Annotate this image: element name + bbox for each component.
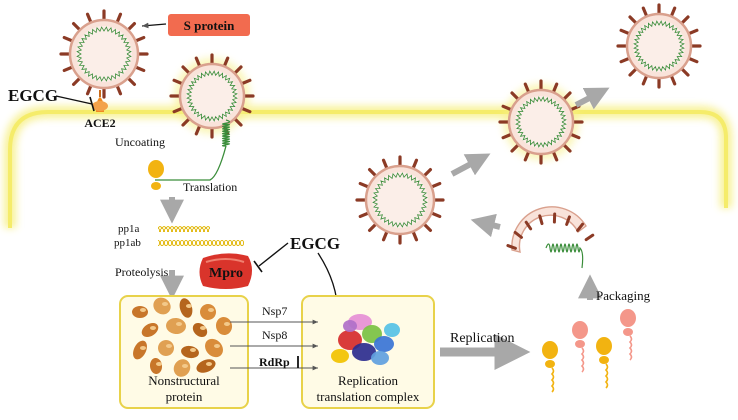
nsp7-label: Nsp7 xyxy=(262,304,287,318)
nsp8-label: Nsp8 xyxy=(262,328,287,342)
arrow-to-budding xyxy=(450,153,491,177)
egcg-mpro-inhibition xyxy=(253,242,289,273)
pp1ab-label: pp1ab xyxy=(114,237,141,249)
genomic-rna xyxy=(155,119,231,181)
virus-released xyxy=(616,3,702,89)
ace2-receptor xyxy=(92,90,108,112)
replication-complex-label-line1: Replication xyxy=(338,373,398,388)
ribosome-translation xyxy=(148,160,164,190)
proteolysis-label: Proteolysis xyxy=(115,265,169,279)
pp1ab-chain xyxy=(158,240,244,246)
newly-synthesized-proteins xyxy=(542,309,636,393)
egcg-mid-label: EGCG xyxy=(290,234,340,253)
cell-membrane xyxy=(4,106,732,228)
rdrp-label: RdRp xyxy=(259,355,290,369)
process-arrows xyxy=(160,87,610,370)
virus-fusing xyxy=(169,53,255,139)
mpro-protease: Mpro xyxy=(199,253,252,289)
arrow-to-assembled-virion xyxy=(470,213,501,238)
s-protein-callout: S protein xyxy=(141,14,250,36)
s-protein-box xyxy=(168,14,250,36)
arrow-to-release xyxy=(574,87,610,110)
uncoating-label: Uncoating xyxy=(115,135,165,149)
nonstructural-label-line2: protein xyxy=(166,389,203,404)
replication-complex-structure xyxy=(331,314,400,365)
s-protein-label: S protein xyxy=(184,18,235,33)
packaging-capsid xyxy=(506,206,595,269)
translation-label: Translation xyxy=(183,180,237,194)
virus-budding xyxy=(498,79,584,165)
nonstructural-protein-cluster xyxy=(132,297,233,377)
nsp-to-complex-arrows xyxy=(230,319,318,371)
replication-label: Replication xyxy=(450,331,515,346)
mpro-label: Mpro xyxy=(209,266,243,281)
replication-complex-label-line2: translation complex xyxy=(317,389,420,404)
virus-assembled xyxy=(355,155,445,245)
egcg-top-label: EGCG xyxy=(8,86,58,105)
packaging-label: Packaging xyxy=(596,288,651,303)
pp1a-chain xyxy=(158,226,210,232)
nonstructural-label-line1: Nonstructural xyxy=(148,373,220,388)
virus-with-s-protein xyxy=(59,9,149,99)
pp1a-label: pp1a xyxy=(118,223,140,235)
egcg-ace2-inhibition xyxy=(55,95,95,112)
virus-particles xyxy=(59,3,702,245)
ace2-label: ACE2 xyxy=(84,116,115,130)
